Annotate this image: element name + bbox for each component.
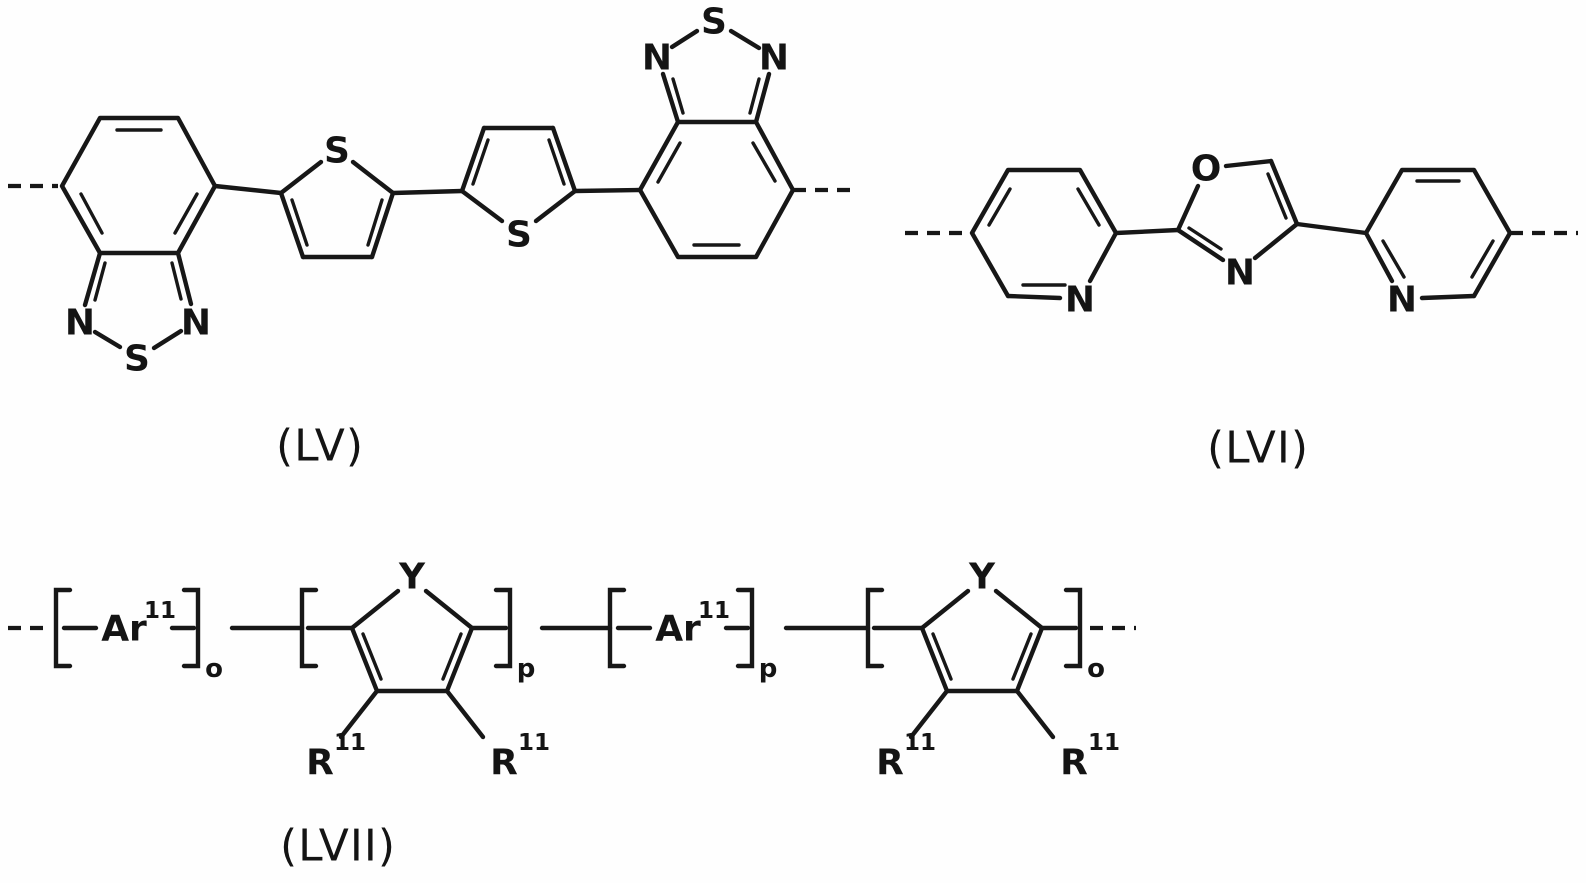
structure-lvii-label: (LVII)	[280, 820, 396, 871]
thiophene-ring-2: S	[459, 125, 578, 256]
close-bracket	[181, 587, 201, 669]
repeat-subscript-p: p	[759, 654, 778, 684]
superscript-11: 11	[334, 730, 366, 756]
structure-lvii: Ar 11 o Y R 11 R 11 p	[8, 557, 1136, 871]
pyridine-ring-right: N	[1363, 167, 1513, 321]
repeat-subscript-p: p	[517, 654, 536, 684]
superscript-11: 11	[1088, 730, 1120, 756]
structure-lv: N S N S S	[8, 2, 852, 471]
nitrogen-atom-label: N	[1065, 280, 1095, 321]
heterole-repeat-unit-2: Y R 11 R 11 o	[865, 557, 1120, 784]
nitrogen-atom-label: N	[65, 303, 95, 344]
open-bracket	[607, 587, 627, 669]
superscript-11: 11	[518, 730, 550, 756]
structure-lvi-label: (LVI)	[1207, 422, 1309, 473]
nitrogen-atom-label: N	[181, 303, 211, 344]
r-substituent-label: R	[490, 743, 518, 784]
nitrogen-atom-label: N	[759, 38, 789, 79]
aryl-group-label: Ar	[655, 609, 701, 650]
r-substituent-label: R	[876, 743, 904, 784]
open-bracket	[865, 587, 885, 669]
ring-link-bond	[390, 188, 465, 196]
close-bracket	[1063, 587, 1083, 669]
y-heteroatom-label: Y	[968, 557, 996, 598]
structure-lvi: N O N N (LVI)	[905, 149, 1578, 473]
superscript-11: 11	[698, 598, 730, 624]
open-bracket	[299, 587, 319, 669]
oxygen-atom-label: O	[1191, 149, 1222, 190]
aryl-repeat-unit-2: Ar 11 p	[607, 587, 778, 684]
superscript-11: 11	[144, 598, 176, 624]
superscript-11: 11	[904, 730, 936, 756]
nitrogen-atom-label: N	[1387, 280, 1417, 321]
heterole-repeat-unit-1: Y R 11 R 11 p	[299, 557, 550, 784]
aryl-repeat-unit-1: Ar 11 o	[53, 587, 223, 684]
aryl-group-label: Ar	[101, 609, 147, 650]
sulfur-atom-label: S	[506, 215, 532, 256]
benzothiadiazole-left-ring: N S N	[59, 115, 218, 380]
open-bracket	[53, 587, 73, 669]
structure-lv-label: (LV)	[276, 420, 364, 471]
y-heteroatom-label: Y	[398, 557, 426, 598]
ring-link-bond	[212, 183, 284, 196]
r-substituent-label: R	[306, 743, 334, 784]
oxazole-ring: O N	[1175, 149, 1300, 294]
r-substituent-label: R	[1060, 743, 1088, 784]
sulfur-atom-label: S	[124, 339, 150, 380]
repeat-subscript-o: o	[1087, 654, 1105, 684]
sulfur-atom-label: S	[701, 2, 727, 43]
sulfur-atom-label: S	[324, 131, 350, 172]
nitrogen-atom-label: N	[1225, 253, 1255, 294]
nitrogen-atom-label: N	[642, 38, 672, 79]
thiophene-ring-1: S	[278, 131, 396, 260]
ring-link-bond	[1113, 227, 1181, 236]
ring-link-bond	[572, 187, 643, 194]
pyridine-ring-left: N	[969, 167, 1119, 321]
ring-link-bond	[1294, 221, 1369, 236]
benzothiadiazole-right-ring: N S N	[637, 2, 796, 260]
close-bracket	[493, 587, 513, 669]
repeat-subscript-o: o	[205, 654, 223, 684]
close-bracket	[735, 587, 755, 669]
